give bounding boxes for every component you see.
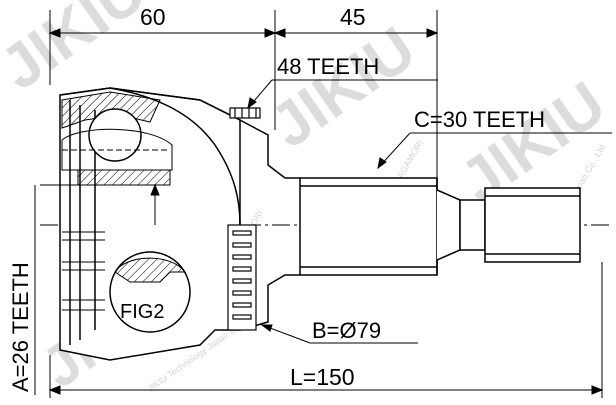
ball (88, 108, 142, 162)
abs-ring (227, 224, 257, 331)
leader-lines (247, 79, 612, 344)
b-diameter-label: B=Ø79 (312, 318, 381, 343)
c-teeth-label: C=30 TEETH (414, 107, 545, 132)
top-dimensions (48, 10, 439, 185)
outer-teeth-label: 48 TEETH (277, 54, 379, 79)
length-dimension (48, 262, 604, 398)
fig2-label: FIG2 (120, 301, 164, 323)
fig2-hatch (114, 257, 187, 283)
housing-splines (62, 231, 105, 311)
length-label: L=150 (290, 364, 355, 390)
dimension-45: 45 (340, 4, 366, 30)
teeth-marker-top (229, 107, 261, 119)
a-teeth-label: A=26 TEETH (8, 262, 33, 392)
cage (61, 128, 173, 171)
a-teeth-dimension-lines (34, 183, 165, 395)
dimension-60: 60 (140, 4, 166, 30)
inner-race-hatch (77, 169, 171, 186)
watermark-brand-1: JIKIU (0, 0, 158, 103)
stub-shaft (299, 177, 581, 276)
